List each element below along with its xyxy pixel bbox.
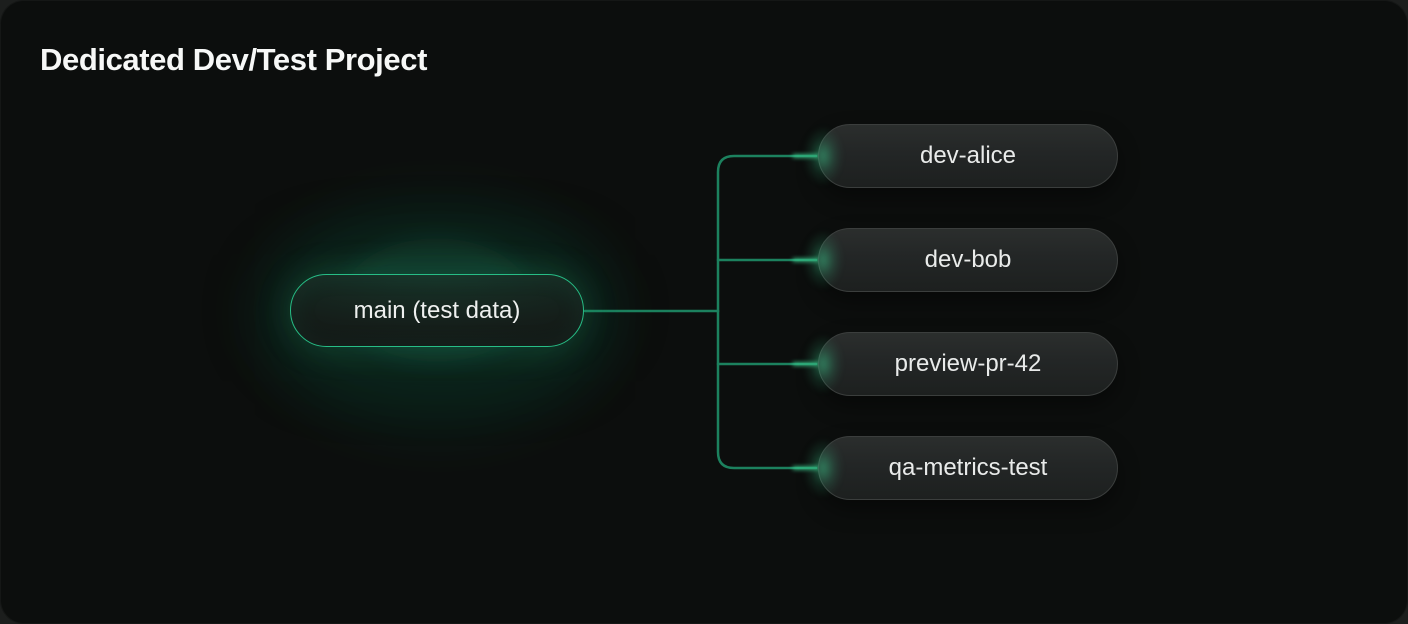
connection-glow bbox=[803, 230, 843, 290]
branch-node-label: preview-pr-42 bbox=[894, 350, 1042, 377]
root-node-main[interactable]: main (test data) bbox=[290, 274, 584, 347]
connection-glow bbox=[803, 126, 843, 186]
connection-glow bbox=[803, 334, 843, 394]
page-title: Dedicated Dev/Test Project bbox=[40, 42, 427, 77]
branch-node-qa-metrics-test[interactable]: qa-metrics-test bbox=[803, 436, 1118, 500]
branch-node-label: qa-metrics-test bbox=[888, 454, 1048, 481]
branch-node-dev-bob[interactable]: dev-bob bbox=[803, 228, 1118, 292]
root-node-label: main (test data) bbox=[353, 296, 521, 324]
branch-node-label: dev-alice bbox=[919, 142, 1017, 169]
branch-node-label: dev-bob bbox=[924, 246, 1012, 273]
connector-trunk-to-branch-4 bbox=[716, 309, 818, 470]
branch-node-preview-pr-42[interactable]: preview-pr-42 bbox=[803, 332, 1118, 396]
branch-node-dev-alice[interactable]: dev-alice bbox=[803, 124, 1118, 188]
connector-trunk-to-branch-1 bbox=[716, 154, 818, 313]
connection-glow bbox=[803, 438, 843, 498]
